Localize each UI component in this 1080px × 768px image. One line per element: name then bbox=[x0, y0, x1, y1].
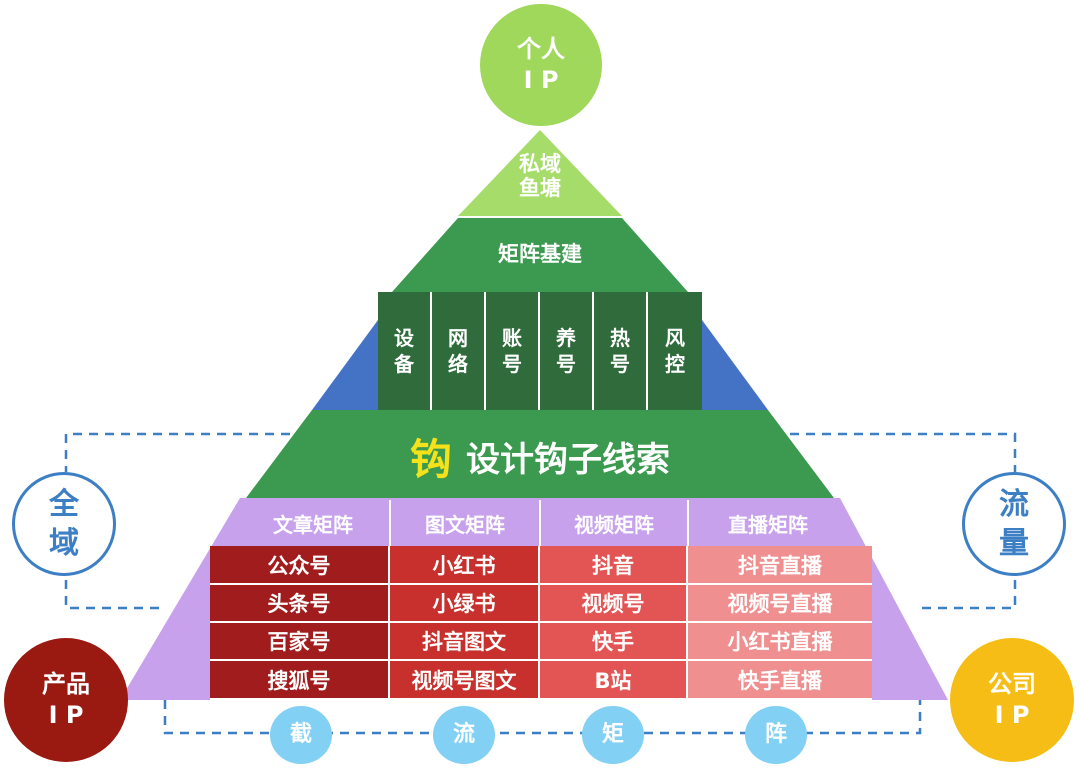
column-header-articles: 文章矩阵 bbox=[273, 512, 353, 537]
left-side-circle: 全 域 bbox=[12, 472, 116, 576]
infra-device: 设 备 bbox=[378, 292, 432, 410]
personal-ip-label: 个人 I P bbox=[517, 34, 565, 94]
dashed-line-left-top bbox=[64, 432, 290, 472]
header-separator bbox=[687, 500, 689, 546]
hook-row: 钩 设计钩子线索 bbox=[360, 426, 720, 486]
column-header-image-text: 图文矩阵 bbox=[425, 512, 505, 537]
hook-label: 设计钩子线索 bbox=[466, 439, 670, 480]
dashed-line-right-bottom bbox=[920, 580, 1017, 610]
step-circle-matrix: 矩 bbox=[582, 706, 644, 764]
grid-cell: 小红书 bbox=[390, 546, 540, 585]
left-side-label: 全 域 bbox=[49, 487, 79, 561]
grid-cell: 小绿书 bbox=[390, 585, 540, 623]
step-label: 截 bbox=[289, 721, 312, 747]
dashed-line-right-top bbox=[790, 432, 1017, 472]
step-label: 阵 bbox=[764, 721, 787, 747]
grid-cell: 小红书直播 bbox=[688, 623, 872, 661]
step-label: 矩 bbox=[601, 721, 624, 747]
product-ip-circle: 产品 I P bbox=[4, 638, 128, 762]
product-ip-label: 产品 I P bbox=[42, 669, 90, 729]
header-separator bbox=[389, 500, 391, 546]
private-domain-line1: 私域 bbox=[519, 152, 561, 176]
column-header-video: 视频矩阵 bbox=[574, 512, 654, 537]
grid-cell: 头条号 bbox=[210, 585, 390, 623]
infra-account: 账 号 bbox=[486, 292, 540, 410]
grid-cell: 视频号直播 bbox=[688, 585, 872, 623]
grid-cell: 抖音 bbox=[540, 546, 688, 585]
header-separator bbox=[539, 500, 541, 546]
personal-ip-circle: 个人 I P bbox=[480, 4, 602, 126]
column-header-live: 直播矩阵 bbox=[728, 512, 808, 537]
step-circle-intercept: 截 bbox=[270, 706, 332, 764]
grid-cell: 视频号图文 bbox=[390, 661, 540, 700]
grid-cell: B站 bbox=[540, 661, 688, 700]
infra-network: 网 络 bbox=[432, 292, 486, 410]
right-side-circle: 流 量 bbox=[962, 472, 1066, 576]
company-ip-circle: 公司 I P bbox=[950, 638, 1074, 762]
infra-risk-control: 风 控 bbox=[648, 292, 702, 410]
grid-cell: 快手 bbox=[540, 623, 688, 661]
matrix-build-layer bbox=[392, 218, 688, 292]
step-circle-flow: 流 bbox=[433, 706, 495, 764]
grid-cell: 抖音图文 bbox=[390, 623, 540, 661]
platform-grid: 公众号 头条号 百家号 搜狐号 小红书 小绿书 抖音图文 视频号图文 抖音 视频… bbox=[210, 546, 872, 700]
grid-cell: 视频号 bbox=[540, 585, 688, 623]
grid-cell: 快手直播 bbox=[688, 661, 872, 700]
step-circle-array: 阵 bbox=[745, 706, 807, 764]
dashed-line-bottom bbox=[163, 700, 922, 735]
matrix-build-label: 矩阵基建 bbox=[498, 242, 582, 266]
company-ip-label: 公司 I P bbox=[988, 669, 1036, 729]
private-domain-label: 私域 鱼塘 bbox=[500, 152, 580, 200]
hook-band-layer bbox=[246, 410, 834, 498]
grid-cell: 公众号 bbox=[210, 546, 390, 585]
infra-nurture: 养 号 bbox=[540, 292, 594, 410]
grid-cell: 搜狐号 bbox=[210, 661, 390, 700]
private-domain-layer bbox=[458, 130, 622, 216]
grid-cell: 百家号 bbox=[210, 623, 390, 661]
hook-icon: 钩 bbox=[409, 434, 452, 484]
dashed-frame bbox=[64, 432, 1017, 735]
infrastructure-row: 设 备 网 络 账 号 养 号 热 号 风 控 bbox=[378, 292, 702, 410]
infra-warmup: 热 号 bbox=[594, 292, 648, 410]
step-label: 流 bbox=[452, 721, 475, 747]
private-domain-line2: 鱼塘 bbox=[519, 176, 561, 201]
dashed-line-left-bottom bbox=[64, 580, 160, 610]
right-side-label: 流 量 bbox=[999, 487, 1029, 561]
grid-cell: 抖音直播 bbox=[688, 546, 872, 585]
